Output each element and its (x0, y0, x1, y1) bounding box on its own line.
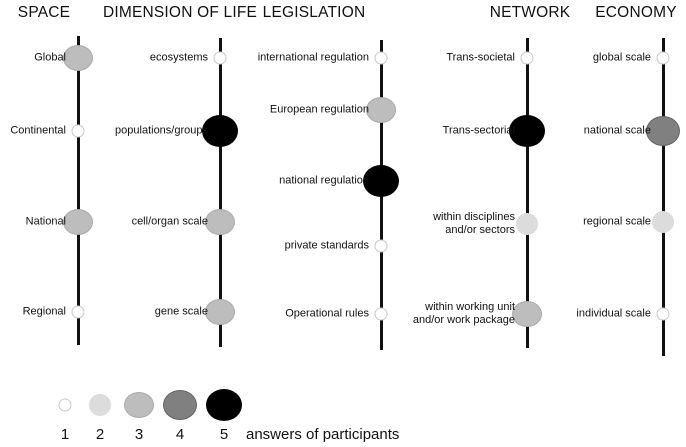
scale-label: Global (34, 51, 66, 64)
scale-label: international regulation (257, 51, 369, 64)
participant-answer-dot (656, 307, 670, 321)
participant-answer-dot (205, 299, 235, 325)
column-title-network: NETWORK (489, 4, 571, 21)
participant-answer-dot (509, 115, 545, 147)
scale-label: National (25, 215, 66, 228)
participant-answer-dot (63, 45, 93, 71)
axis-line-network (525, 38, 529, 348)
scale-label: populations/groups (115, 124, 208, 137)
scale-label: gene scale (154, 305, 208, 318)
scale-label: European regulation (269, 103, 369, 116)
legend-level-number: 1 (60, 426, 70, 443)
scale-label: Continental (10, 124, 66, 137)
participant-answer-dot (646, 116, 680, 146)
scale-label: individual scale (576, 307, 651, 320)
scale-label: Trans-societal (446, 51, 515, 64)
column-title-economy: ECONOMY (595, 4, 677, 21)
participant-answer-dot (512, 301, 542, 327)
participant-answer-dot (363, 165, 399, 197)
axis-line-economy (661, 38, 665, 356)
column-title-legislation: LEGISLATION (262, 4, 366, 21)
participant-answer-dot (516, 213, 538, 235)
participant-answer-dot (213, 51, 227, 65)
participant-answer-dot (366, 97, 396, 123)
legend-dot-level-2 (89, 394, 111, 416)
legend-level-number: 4 (175, 426, 185, 443)
scale-label: Trans-sectorial (442, 124, 515, 137)
participant-answer-dot (652, 211, 674, 233)
scale-label: ecosystems (149, 51, 208, 64)
participant-answer-dot (63, 209, 93, 235)
participant-answer-dot (71, 124, 85, 138)
column-title-dimension-of-life: DIMENSION OF LIFE (102, 4, 258, 21)
scale-label: Regional (22, 305, 66, 318)
legend-level-number: 3 (134, 426, 144, 443)
scale-label: Operational rules (285, 307, 369, 320)
axis-line-space (76, 36, 80, 345)
legend-dot-level-3 (124, 392, 154, 418)
participant-answer-dot (520, 51, 534, 65)
scale-label: national scale (583, 124, 651, 137)
participant-answer-dot (374, 307, 388, 321)
participant-answer-dot (202, 115, 238, 147)
scale-label: regional scale (583, 215, 651, 228)
legend-level-number: 2 (95, 426, 105, 443)
participant-answer-dot (205, 209, 235, 235)
scale-label: private standards (284, 239, 369, 252)
scale-label: national regulation (279, 174, 369, 187)
legend-caption: answers of participants (246, 426, 400, 443)
participant-answer-dot (374, 239, 388, 253)
column-title-space: SPACE (17, 4, 71, 21)
legend-dot-level-4 (163, 390, 197, 420)
scale-label: global scale (592, 51, 651, 64)
participant-answer-dot (374, 51, 388, 65)
legend-dot-level-5 (206, 389, 242, 421)
participant-answer-dot (656, 51, 670, 65)
participant-answer-dot (71, 305, 85, 319)
scale-label: cell/organ scale (131, 215, 208, 228)
legend-level-number: 5 (219, 426, 229, 443)
axis-line-dimension-of-life (218, 38, 222, 347)
legend-dot-level-1 (58, 398, 72, 412)
